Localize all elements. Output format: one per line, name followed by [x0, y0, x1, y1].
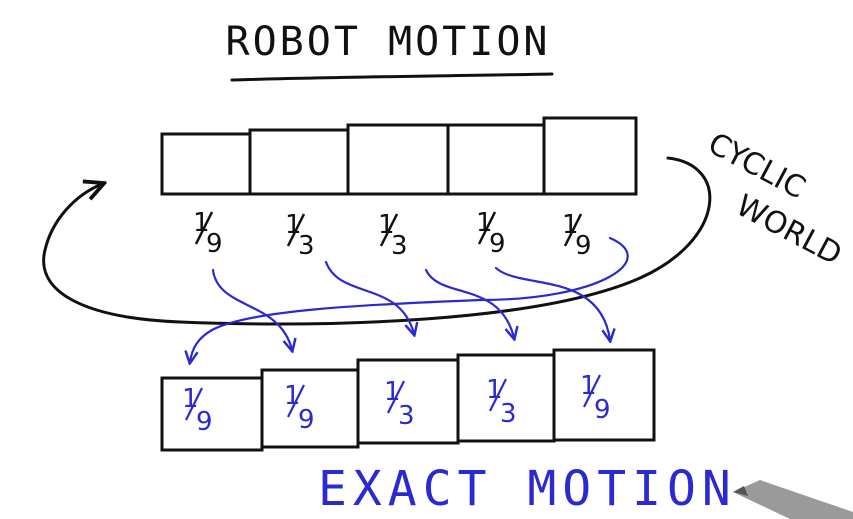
svg-text:3: 3: [398, 401, 415, 431]
svg-text:1: 1: [384, 377, 401, 407]
svg-text:9: 9: [298, 405, 315, 435]
posterior-label-3: 1 3: [384, 377, 415, 431]
prior-label-4: 1 9: [476, 208, 506, 259]
posterior-cell-5: [552, 348, 656, 442]
motion-arrow-4: [494, 266, 610, 340]
prior-label-1: 1 9: [193, 208, 223, 259]
svg-text:1: 1: [562, 210, 579, 240]
svg-text:1: 1: [285, 210, 302, 240]
cyclic-world-label: CYCLIC WORLD: [702, 126, 847, 272]
svg-text:1: 1: [580, 371, 597, 401]
posterior-label-5: 1 9: [580, 371, 611, 425]
prior-label-3: 1 3: [378, 210, 408, 261]
motion-arrow-1: [211, 268, 292, 350]
svg-text:1: 1: [486, 375, 503, 405]
svg-text:1: 1: [378, 210, 395, 240]
prior-cell-1: [160, 132, 252, 196]
posterior-label-4: 1 3: [486, 375, 517, 429]
svg-text:1: 1: [182, 384, 199, 414]
svg-text:1: 1: [193, 208, 210, 238]
motion-arrow-3: [424, 268, 514, 338]
prior-cell-4: [446, 123, 546, 196]
prior-cell-5: [542, 116, 638, 196]
motion-arrows: [190, 236, 629, 362]
motion-arrow-wrap: [190, 236, 629, 362]
svg-text:9: 9: [575, 231, 592, 261]
svg-text:9: 9: [196, 407, 213, 437]
posterior-label-2: 1 9: [284, 381, 315, 435]
svg-text:3: 3: [391, 231, 408, 261]
title-underline: [230, 72, 554, 82]
svg-text:3: 3: [298, 231, 315, 261]
svg-text:1: 1: [476, 208, 493, 238]
caption-exact-motion: EXACT MOTION: [318, 461, 737, 517]
prior-cells: [160, 116, 638, 196]
svg-text:3: 3: [500, 399, 517, 429]
svg-text:9: 9: [489, 229, 506, 259]
prior-cell-2: [248, 128, 350, 196]
posterior-label-1: 1 9: [182, 384, 213, 437]
posterior-cells: [160, 348, 656, 452]
motion-arrow-2: [324, 260, 414, 334]
svg-text:1: 1: [284, 381, 301, 411]
cyclic-wrap-arrow: [42, 156, 712, 326]
posterior-labels: 1 9 1 9 1 3 1 3 1 9: [182, 371, 611, 437]
prior-cell-3: [346, 123, 450, 196]
prior-labels: 1 9 1 3 1 3 1 9 1 9: [193, 208, 592, 261]
svg-text:9: 9: [206, 229, 223, 259]
svg-text:9: 9: [594, 395, 611, 425]
prior-label-2: 1 3: [285, 210, 315, 261]
diagram-title: ROBOT MOTION: [226, 19, 551, 65]
prior-label-5: 1 9: [562, 210, 592, 261]
pen-cursor-icon: [733, 480, 853, 519]
